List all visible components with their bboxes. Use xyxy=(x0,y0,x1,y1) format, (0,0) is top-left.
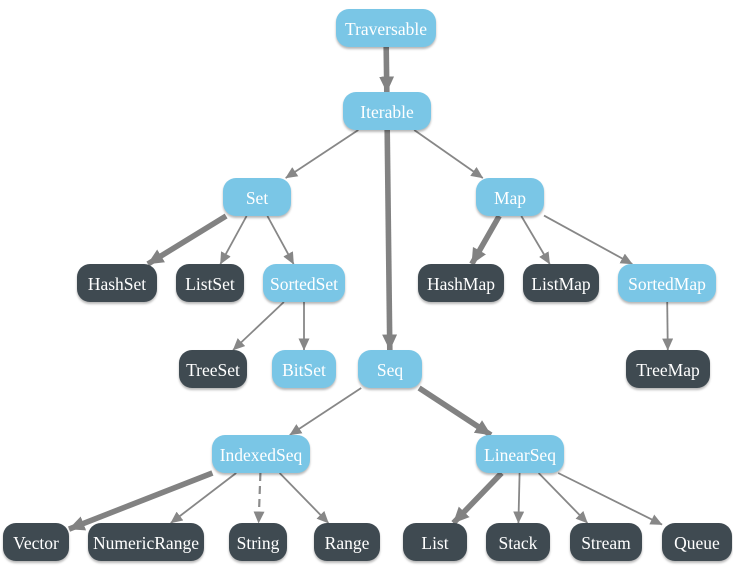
node-range: Range xyxy=(314,523,380,561)
node-numericrange: NumericRange xyxy=(88,523,204,561)
node-set: Set xyxy=(223,178,291,216)
node-string-box xyxy=(229,523,287,561)
edge-set-listset xyxy=(219,215,248,265)
edge-indexedseq-string xyxy=(253,472,265,524)
node-set-box xyxy=(223,178,291,216)
node-queue-box xyxy=(662,523,732,561)
node-hashset: HashSet xyxy=(77,264,157,302)
node-linearseq: LinearSeq xyxy=(476,435,564,473)
node-list: List xyxy=(403,523,467,561)
edge-sortedset-treeset xyxy=(232,301,285,351)
node-seq: Seq xyxy=(358,350,422,388)
node-stack-box xyxy=(486,523,550,561)
edge-set-sortedset xyxy=(266,215,295,265)
node-traversable-box xyxy=(336,9,436,47)
edge-set-hashset xyxy=(146,213,228,267)
node-seq-box xyxy=(358,350,422,388)
node-treeset: TreeSet xyxy=(179,350,247,388)
node-map-box xyxy=(476,178,544,216)
node-sortedmap: SortedMap xyxy=(618,264,716,302)
node-traversable: Traversable xyxy=(336,9,436,47)
node-vector: Vector xyxy=(3,523,69,561)
node-listset: ListSet xyxy=(176,264,244,302)
node-treemap-box xyxy=(626,350,710,388)
node-hashmap: HashMap xyxy=(418,264,504,302)
edge-iterable-map xyxy=(413,129,484,179)
node-list-box xyxy=(403,523,467,561)
edge-map-sortedmap xyxy=(543,214,633,265)
edge-indexedseq-range xyxy=(278,472,330,524)
node-sortedmap-box xyxy=(618,264,716,302)
node-queue: Queue xyxy=(662,523,732,561)
node-listmap: ListMap xyxy=(523,264,599,302)
edge-traversable-iterable xyxy=(379,46,395,93)
node-iterable: Iterable xyxy=(343,92,431,130)
node-linearseq-box xyxy=(476,435,564,473)
edge-map-hashmap xyxy=(469,214,502,266)
edge-seq-linearseq xyxy=(417,385,493,438)
edge-seq-indexedseq xyxy=(289,387,362,436)
node-bitset-box xyxy=(272,350,336,388)
node-treeset-box xyxy=(179,350,247,388)
node-bitset: BitSet xyxy=(272,350,336,388)
node-treemap: TreeMap xyxy=(626,350,710,388)
node-string: String xyxy=(229,523,287,561)
edge-indexedseq-vector xyxy=(67,470,214,532)
node-listset-box xyxy=(176,264,244,302)
node-hashset-box xyxy=(77,264,157,302)
node-indexedseq-box xyxy=(212,435,310,473)
edge-linearseq-list xyxy=(451,471,504,525)
edge-iterable-seq xyxy=(382,129,398,351)
node-map: Map xyxy=(476,178,544,216)
node-iterable-box xyxy=(343,92,431,130)
edge-linearseq-stream xyxy=(537,472,589,524)
edge-linearseq-queue xyxy=(557,472,663,526)
edge-map-listmap xyxy=(520,215,551,265)
edge-linearseq-stack xyxy=(513,472,525,524)
node-stream: Stream xyxy=(570,523,642,561)
node-stream-box xyxy=(570,523,642,561)
node-vector-box xyxy=(3,523,69,561)
node-range-box xyxy=(314,523,380,561)
node-sortedset: SortedSet xyxy=(263,264,345,302)
edges-layer xyxy=(67,46,674,532)
edge-sortedmap-treemap xyxy=(662,301,674,351)
node-indexedseq: IndexedSeq xyxy=(212,435,310,473)
node-listmap-box xyxy=(523,264,599,302)
edge-iterable-set xyxy=(285,129,359,179)
edge-indexedseq-numericrange xyxy=(170,472,237,524)
node-hashmap-box xyxy=(418,264,504,302)
node-numericrange-box xyxy=(88,523,204,561)
node-sortedset-box xyxy=(263,264,345,302)
node-stack: Stack xyxy=(486,523,550,561)
